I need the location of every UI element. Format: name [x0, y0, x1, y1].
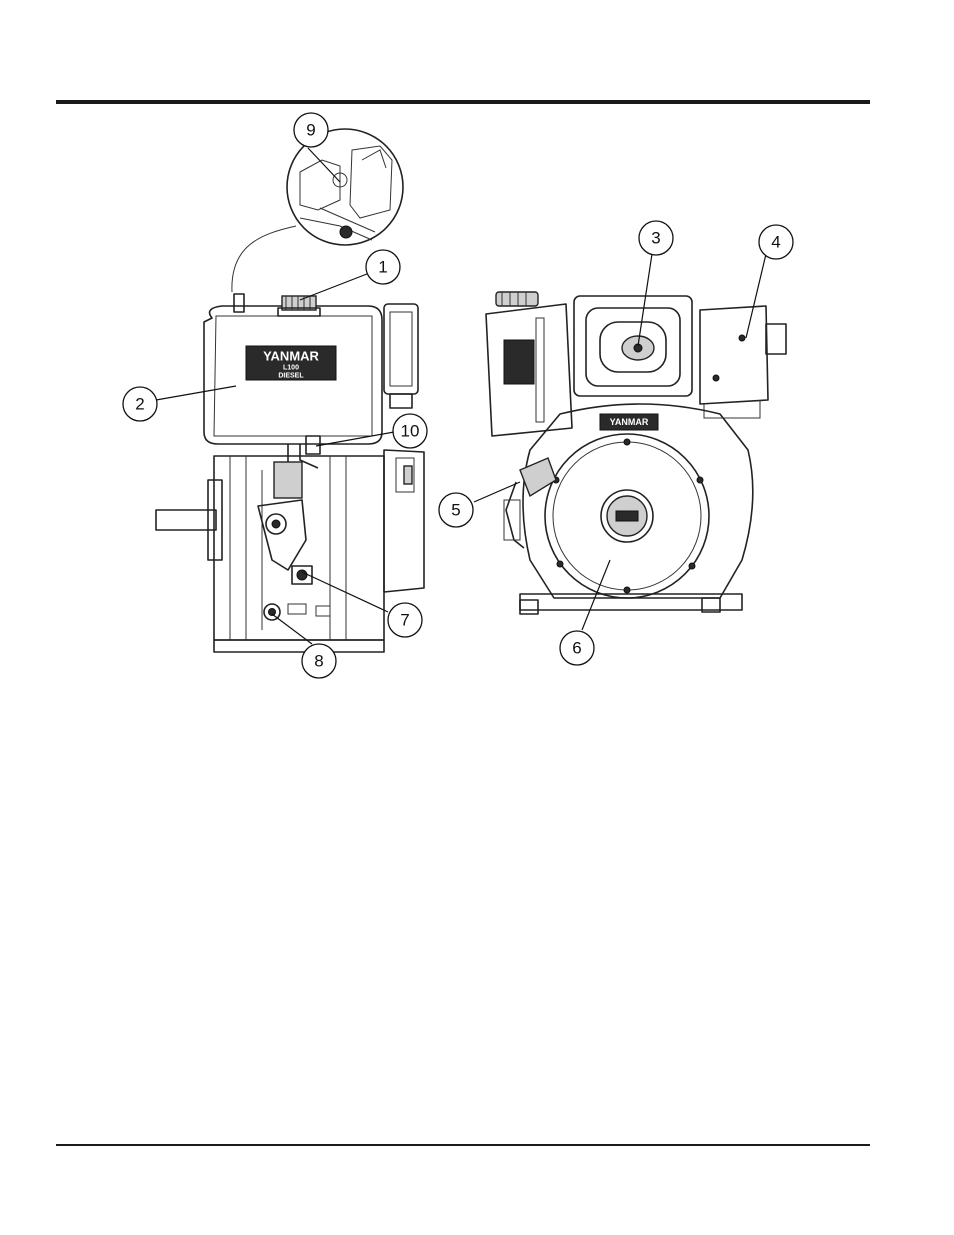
callout-8: 8 — [302, 644, 336, 678]
logo-diesel: DIESEL — [278, 373, 304, 380]
brand-logo-front: YANMAR — [610, 417, 649, 427]
callout-1: 1 — [366, 250, 400, 284]
callout-2: 2 — [123, 387, 157, 421]
svg-text:1: 1 — [378, 258, 387, 277]
svg-text:9: 9 — [306, 121, 315, 140]
svg-text:7: 7 — [400, 611, 409, 630]
callout-3: 3 — [639, 221, 673, 255]
muffler — [700, 306, 786, 418]
engine-front-view: YANMAR — [486, 292, 786, 614]
svg-text:10: 10 — [401, 422, 420, 441]
output-shaft — [156, 510, 216, 530]
svg-text:6: 6 — [572, 639, 581, 658]
callout-6: 6 — [560, 631, 594, 665]
svg-text:4: 4 — [771, 233, 780, 252]
svg-text:8: 8 — [314, 652, 323, 671]
callout-4: 4 — [759, 225, 793, 259]
callout-10: 10 — [393, 414, 427, 448]
fuel-cap — [278, 296, 320, 316]
logo-model: L100 — [283, 365, 299, 372]
brand-logo: YANMAR — [263, 349, 319, 364]
callout-5: 5 — [439, 493, 473, 527]
detail-inset — [287, 129, 403, 245]
callout-9: 9 — [294, 113, 328, 147]
starter-handle — [504, 458, 556, 548]
svg-text:2: 2 — [135, 395, 144, 414]
callout-7: 7 — [388, 603, 422, 637]
engine-side-view: YANMAR L100 DIESEL — [156, 129, 424, 652]
svg-text:5: 5 — [451, 501, 460, 520]
air-cleaner-side — [384, 304, 418, 408]
svg-text:3: 3 — [651, 229, 660, 248]
fuel-cap-front — [496, 292, 538, 306]
